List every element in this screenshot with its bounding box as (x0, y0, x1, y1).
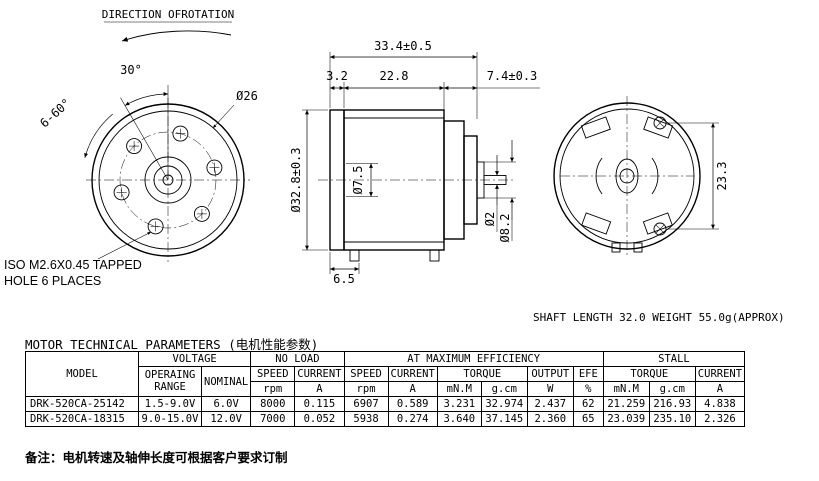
table-title: MOTOR TECHNICAL PARAMETERS (电机性能参数) (25, 337, 319, 352)
col-efe: EFE (572, 366, 604, 382)
dim-endcap-width: 7.4±0.3 (487, 69, 538, 83)
footnote: 备注：电机转速及轴伸长度可根据客户要求订制 (25, 450, 288, 465)
dim-body-diameter: Ø32.8±0.3 (289, 147, 303, 212)
cell-me-torque-gcm: 37.145 (480, 411, 528, 427)
unit-gcm: g.cm (648, 381, 696, 397)
tapped-holes (113, 125, 223, 235)
group-no-load: NO LOAD (250, 351, 345, 367)
direction-label: DIRECTION OFROTATION (102, 8, 234, 21)
col-model: MODEL (25, 351, 139, 397)
cell-nl-current: 0.052 (294, 411, 345, 427)
unit-mnm: mN.M (436, 381, 482, 397)
cell-me-speed: 5938 (343, 411, 389, 427)
cell-stall-mnm: 23.039 (602, 411, 650, 427)
side-view: 33.4±0.5 3.2 22.8 7.4±0.3 Ø32.8±0.3 Ø7.5… (289, 39, 540, 286)
unit-rpm: rpm (250, 381, 296, 397)
dim-shaft-diameter: Ø2 (483, 212, 497, 226)
group-max-efficiency: AT MAXIMUM EFFICIENCY (343, 351, 604, 367)
cell-output: 2.437 (526, 396, 574, 412)
shaft-weight-note: SHAFT LENGTH 32.0 WEIGHT 55.0g(APPROX) (533, 311, 785, 324)
col-nl-speed: SPEED (250, 366, 296, 382)
unit-a: A (387, 381, 438, 397)
cell-me-current: 0.274 (387, 411, 438, 427)
dim-flange-width: 3.2 (326, 69, 348, 83)
col-me-current: CURRENT (387, 366, 438, 382)
col-nl-current: CURRENT (294, 366, 345, 382)
unit-a: A (294, 381, 345, 397)
cell-nl-current: 0.115 (294, 396, 345, 412)
cell-efe: 62 (572, 396, 604, 412)
rear-view: 23.3 (553, 96, 729, 258)
tapped-note-line1: ISO M2.6X0.45 TAPPED (4, 258, 142, 272)
cell-nl-speed: 7000 (250, 411, 296, 427)
col-nominal: NOMINAL (200, 366, 252, 397)
cell-me-torque-mnm: 3.640 (436, 411, 482, 427)
cell-nl-speed: 8000 (250, 396, 296, 412)
cell-me-torque-mnm: 3.231 (436, 396, 482, 412)
angle-6-60-label: 6-60° (37, 96, 73, 131)
dia-26-label: Ø26 (236, 89, 258, 103)
cell-stall-mnm: 21.259 (602, 396, 650, 412)
col-me-speed: SPEED (343, 366, 389, 382)
cell-me-speed: 6907 (343, 396, 389, 412)
cell-model: DRK-520CA-18315 (25, 411, 139, 427)
table-row: DRK-520CA-18315 9.0-15.0V 12.0V 7000 0.0… (25, 411, 746, 427)
cell-nominal: 12.0V (200, 411, 252, 427)
dim-tab-offset: 6.5 (333, 272, 355, 286)
unit-gcm: g.cm (480, 381, 528, 397)
unit-w: W (526, 381, 574, 397)
table-row: DRK-520CA-25142 1.5-9.0V 6.0V 8000 0.115… (25, 396, 746, 412)
cell-range: 1.5-9.0V (138, 396, 202, 412)
unit-a: A (694, 381, 746, 397)
col-stall-torque: TORQUE (602, 366, 696, 382)
col-operating-range: OPERAING RANGE (138, 366, 202, 397)
tapped-note-line2: HOLE 6 PLACES (4, 274, 101, 288)
rotation-arrow-icon (121, 30, 232, 42)
cell-efe: 65 (572, 411, 604, 427)
unit-rpm: rpm (343, 381, 389, 397)
dim-boss-diameter: Ø7.5 (351, 166, 365, 195)
cell-me-current: 0.589 (387, 396, 438, 412)
col-me-torque: TORQUE (436, 366, 528, 382)
cell-stall-gcm: 235.10 (648, 411, 696, 427)
dim-body-width: 22.8 (380, 69, 409, 83)
motor-drawing: DIRECTION OFROTATION 30° 6-60° Ø26 (4, 8, 785, 324)
group-voltage: VOLTAGE (137, 351, 252, 367)
cell-stall-gcm: 216.93 (648, 396, 696, 412)
unit-pct: % (572, 381, 604, 397)
unit-mnm: mN.M (602, 381, 650, 397)
cell-output: 2.360 (526, 411, 574, 427)
group-stall: STALL (602, 351, 746, 367)
col-stall-current: CURRENT (694, 366, 746, 382)
dim-bearing-diameter: Ø8.2 (498, 214, 512, 243)
col-output: OUTPUT (526, 366, 574, 382)
cell-me-torque-gcm: 32.974 (480, 396, 528, 412)
dim-total-length: 33.4±0.5 (374, 39, 432, 53)
cell-stall-current: 2.326 (694, 411, 746, 427)
cell-range: 9.0-15.0V (138, 411, 202, 427)
direction-of-rotation-callout: DIRECTION OFROTATION (102, 8, 234, 42)
front-view: 30° 6-60° Ø26 ISO M2.6X0.45 TAPPED HOLE … (4, 63, 258, 288)
parameters-table: MODEL VOLTAGE NO LOAD AT MAXIMUM EFFICIE… (25, 351, 746, 427)
dim-rear-height: 23.3 (715, 162, 729, 191)
cell-nominal: 6.0V (200, 396, 252, 412)
angle-30-label: 30° (120, 63, 142, 77)
cell-model: DRK-520CA-25142 (25, 396, 139, 412)
cell-stall-current: 4.838 (694, 396, 746, 412)
